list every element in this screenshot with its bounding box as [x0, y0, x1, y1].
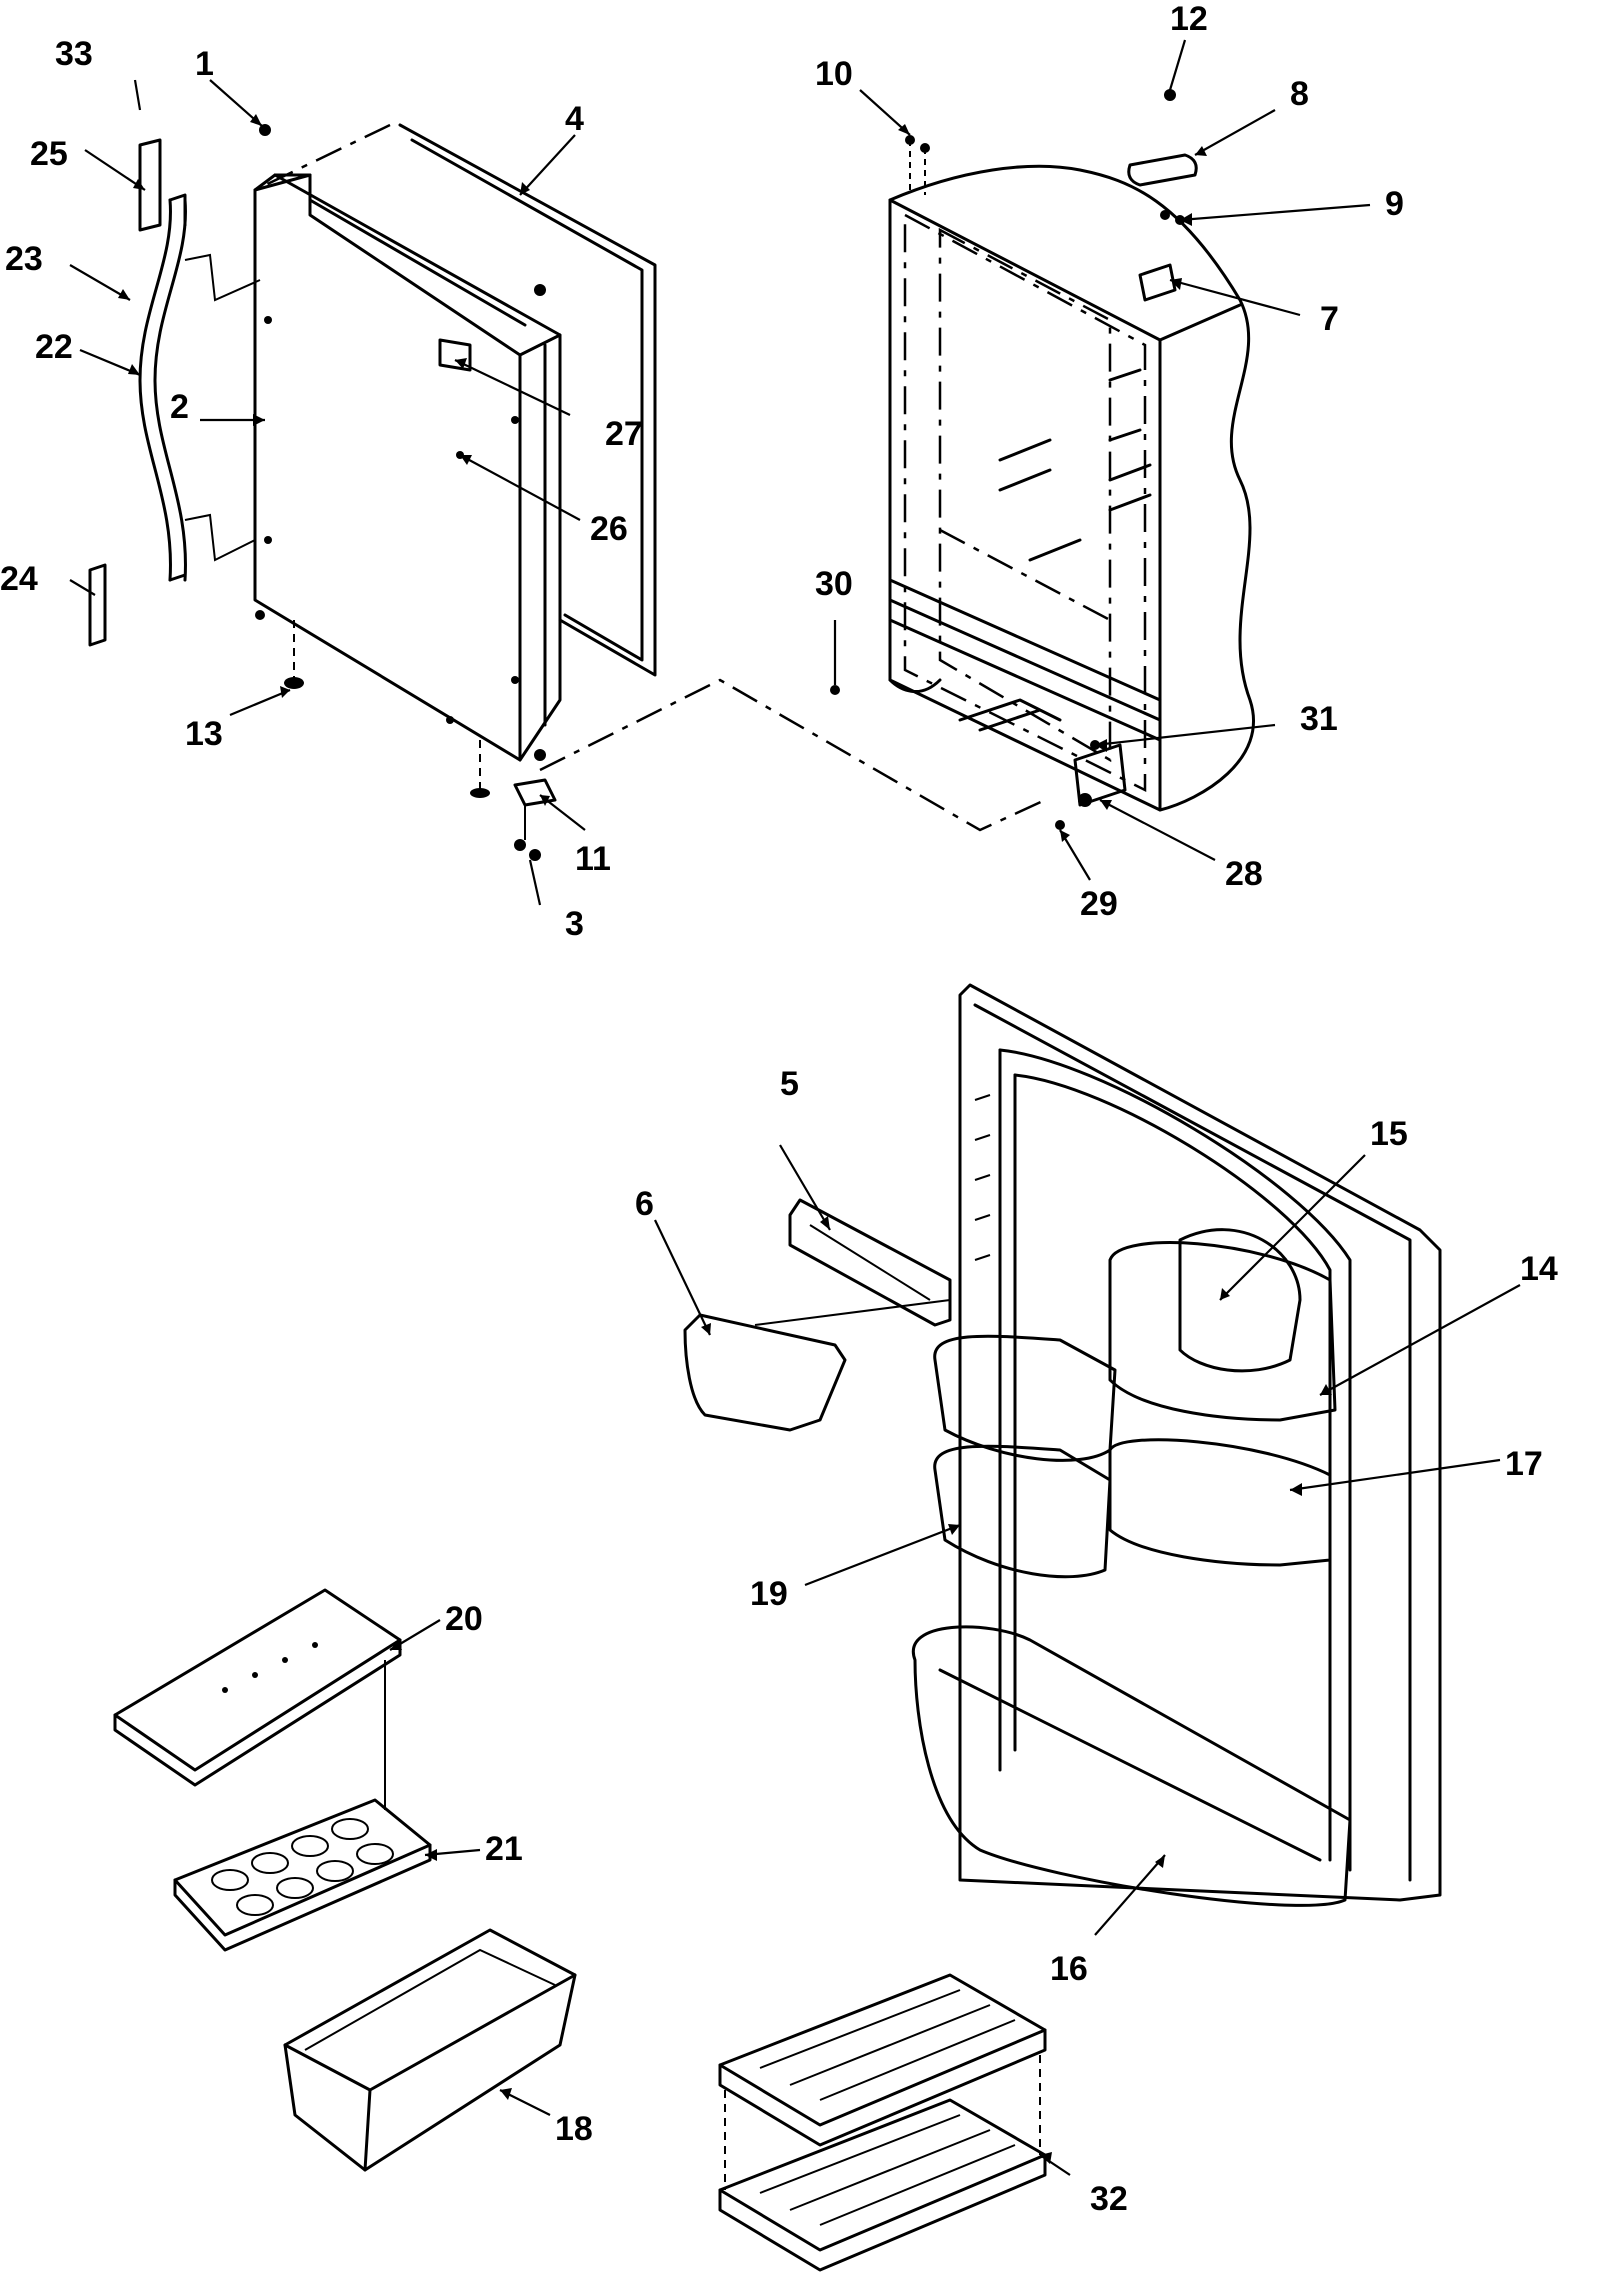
- callout-20: 20: [445, 1600, 483, 1638]
- door-handle: [138, 198, 172, 582]
- callout-6: 6: [635, 1185, 654, 1223]
- callout-29: 29: [1080, 885, 1118, 923]
- dairy-bin: [683, 1313, 847, 1432]
- callout-1: 1: [195, 45, 214, 83]
- callout-11: 11: [575, 840, 611, 878]
- callout-27: 27: [605, 415, 643, 453]
- callout-16: 16: [1050, 1950, 1088, 1988]
- callout-28: 28: [1225, 855, 1263, 893]
- callout-2: 2: [170, 388, 189, 426]
- callout-17: 17: [1505, 1445, 1543, 1483]
- fresh-food-door: [911, 983, 1442, 1907]
- door-bin-upper-left: [933, 1334, 1117, 1462]
- door-bin-bottom: [911, 1625, 1352, 1907]
- callout-labels: 1 2 3 4 5 6 7 8 9 10 11 12 13 14 15 16 1…: [0, 0, 1558, 2218]
- callout-23: 23: [5, 240, 43, 278]
- callout-9: 9: [1385, 185, 1404, 223]
- leader-lines: [69, 39, 1521, 2176]
- hinge-cover: [1127, 153, 1198, 187]
- dairy-door-rail: [788, 1198, 952, 1327]
- handle-cap-bottom: [88, 563, 107, 647]
- callout-5: 5: [780, 1065, 799, 1103]
- callout-22: 22: [35, 328, 73, 366]
- callout-32: 32: [1090, 2180, 1128, 2218]
- callout-7: 7: [1320, 300, 1339, 338]
- callout-19: 19: [750, 1575, 788, 1613]
- handle-cap-top: [138, 138, 162, 232]
- ice-cube-tray-bottom: [718, 2098, 1047, 2252]
- freezer-door-assembly: [88, 123, 1046, 861]
- door-bin-lower-right: [1108, 1438, 1332, 1567]
- callout-26: 26: [590, 510, 628, 548]
- callout-25: 25: [30, 135, 68, 173]
- callout-3: 3: [565, 905, 584, 943]
- door-panel: [253, 173, 522, 762]
- ice-tray-shelf: [113, 1588, 402, 1772]
- callout-8: 8: [1290, 75, 1309, 113]
- callout-24: 24: [0, 560, 38, 598]
- callout-13: 13: [185, 715, 223, 753]
- door-bin-upper-right: [1108, 1241, 1337, 1422]
- callout-10: 10: [815, 55, 853, 93]
- callout-15: 15: [1370, 1115, 1408, 1153]
- callout-30: 30: [815, 565, 853, 603]
- callout-14: 14: [1520, 1250, 1558, 1288]
- cabinet-assembly: [830, 89, 1255, 830]
- ice-cube-tray-top: [718, 1973, 1047, 2127]
- callout-33: 33: [55, 35, 93, 73]
- callout-4: 4: [565, 100, 584, 138]
- door-gasket: [398, 123, 657, 677]
- door-bin-lower-left: [933, 1444, 1112, 1579]
- callout-21: 21: [485, 1830, 523, 1868]
- callout-31: 31: [1300, 700, 1338, 738]
- callout-12: 12: [1170, 0, 1208, 38]
- storage-bin: [283, 1928, 577, 2172]
- callout-18: 18: [555, 2110, 593, 2148]
